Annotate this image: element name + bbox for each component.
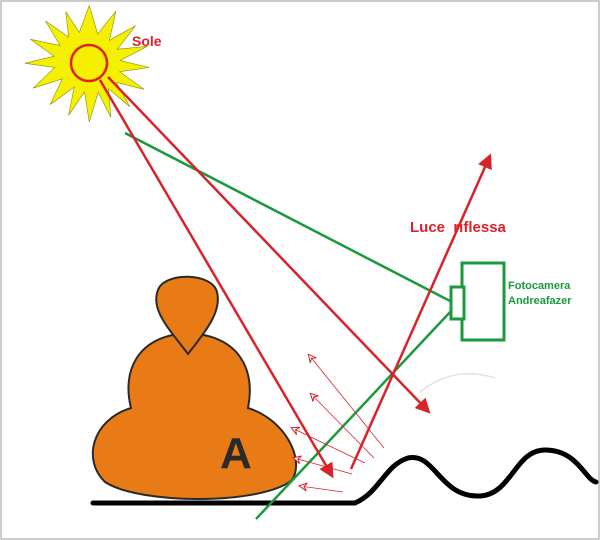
scattered-ray: [309, 355, 385, 449]
camera-label-line2: Andreafazer: [508, 295, 572, 307]
seated-figure-icon: [91, 275, 297, 500]
camera-icon: [449, 261, 506, 342]
sun-ray-to-surface: [107, 76, 431, 414]
sun-label: Sole: [132, 33, 162, 49]
sun-ray-to-ground: [98, 79, 334, 479]
figure-letter: A: [220, 429, 252, 478]
camera-sight-line-to-sun: [124, 131, 453, 304]
ground-line: [90, 447, 599, 506]
scattered-ray: [294, 458, 353, 475]
scattered-ray: [292, 428, 366, 464]
camera-sight-line-to-ground: [255, 309, 453, 520]
scattered-ray: [311, 394, 375, 459]
reflected-light-ray: [349, 153, 492, 470]
sun-icon: [24, 4, 150, 123]
reflected-light-label: Luce riflessa: [410, 219, 507, 236]
surface-highlight: [419, 372, 496, 393]
scattered-rays: [292, 355, 385, 493]
scattered-ray: [300, 486, 344, 493]
camera-label-line1: Fotocamera: [508, 280, 571, 292]
